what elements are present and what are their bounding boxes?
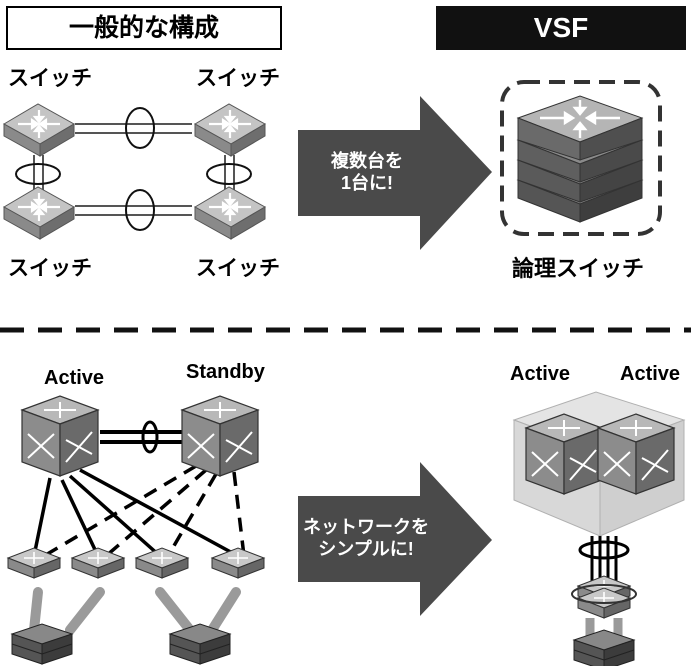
vsf-stack-icon	[512, 391, 686, 666]
arrow-top-line2: 1台に!	[340, 173, 393, 193]
header-general-config: 一般的な構成	[6, 6, 282, 50]
standby-label: Standby	[186, 361, 265, 383]
switch-label-top-right: スイッチ	[196, 67, 280, 90]
arrow-top-text: 複数台を 1台に!	[312, 150, 422, 194]
arrow-top-line1: 複数台を	[331, 151, 403, 171]
standby-switch-icon	[181, 395, 259, 477]
edge-switch-icon-3	[135, 547, 189, 579]
arrow-bottom-text: ネットワークを シンプルに!	[300, 516, 432, 560]
header-vsf: VSF	[436, 6, 686, 50]
logical-switch-icon	[500, 80, 662, 236]
edge-switch-icon-4	[211, 547, 265, 579]
switch-label-bottom-left: スイッチ	[8, 257, 92, 280]
arrow-top	[298, 96, 492, 250]
active-label-left: Active	[44, 367, 105, 389]
active-label-right-1: Active	[510, 363, 571, 385]
active-label-right-2: Active	[620, 363, 681, 385]
active-switch-icon	[21, 395, 99, 477]
server-icon-left	[11, 623, 73, 665]
switch-label-bottom-right: スイッチ	[196, 257, 280, 280]
arrow-bottom-line2: シンプルに!	[318, 539, 414, 559]
arrow-bottom	[298, 462, 492, 616]
logical-switch-label: 論理スイッチ	[512, 256, 645, 281]
switch-label-top-left: スイッチ	[8, 67, 92, 90]
arrow-bottom-line1: ネットワークを	[303, 517, 429, 537]
server-icon-middle	[169, 623, 231, 665]
edge-switch-icon-2	[71, 547, 125, 579]
